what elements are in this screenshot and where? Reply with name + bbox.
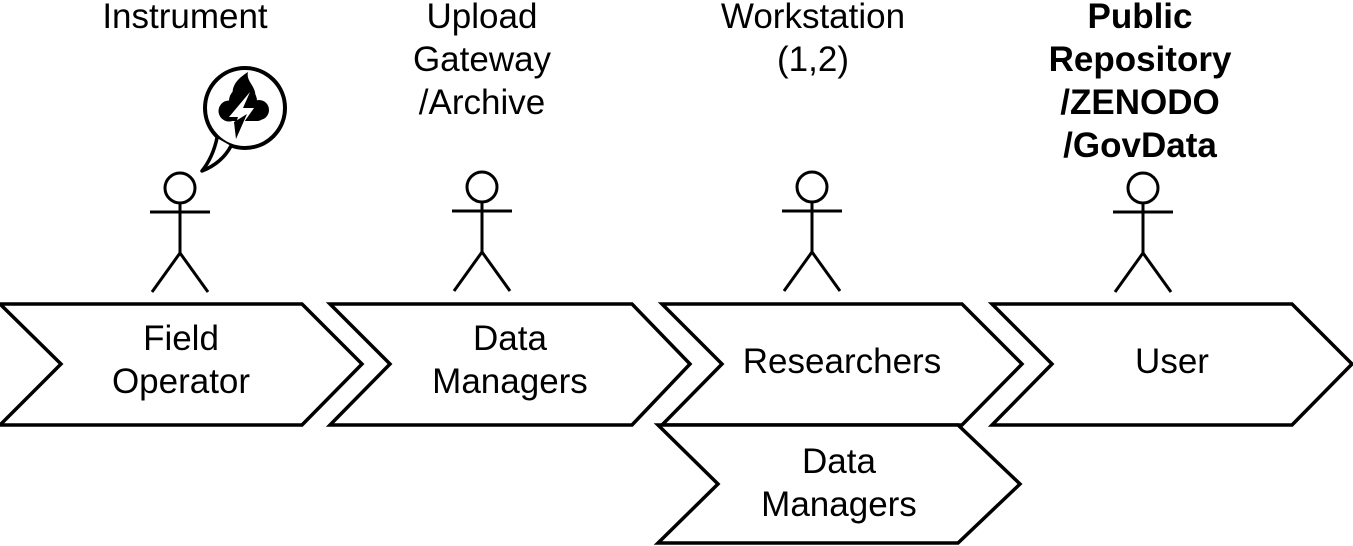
actor-icon-upload-gateway <box>450 170 514 293</box>
speech-bubble-icon <box>200 66 287 173</box>
role-label-researchers: Researchers <box>742 342 942 381</box>
station-label-public-repository: Public Repository /ZENODO /GovData <box>1048 0 1232 165</box>
storm-cloud-lightning-icon <box>218 72 269 142</box>
role-label-user: User <box>1135 342 1209 381</box>
role-label-field-operator: Field Operator <box>111 319 251 401</box>
actor-icon-public-repository <box>1111 171 1175 294</box>
actor-icon-workstation <box>780 170 844 293</box>
chevron-data-managers-1 <box>325 302 693 427</box>
chevron-data-managers-2 <box>653 423 1023 545</box>
chevron-field-operator <box>0 302 365 427</box>
actor-icon-instrument <box>148 171 212 294</box>
role-label-data-managers-1: Data Managers <box>432 319 588 401</box>
chevron-researchers <box>657 302 1025 427</box>
role-label-data-managers-2: Data Managers <box>761 442 917 524</box>
station-label-upload-gateway-archive: Upload Gateway /Archive <box>412 0 552 122</box>
station-label-instrument: Instrument <box>102 0 268 36</box>
chevron-user <box>987 302 1353 427</box>
station-label-workstation: Workstation (1,2) <box>720 0 906 79</box>
